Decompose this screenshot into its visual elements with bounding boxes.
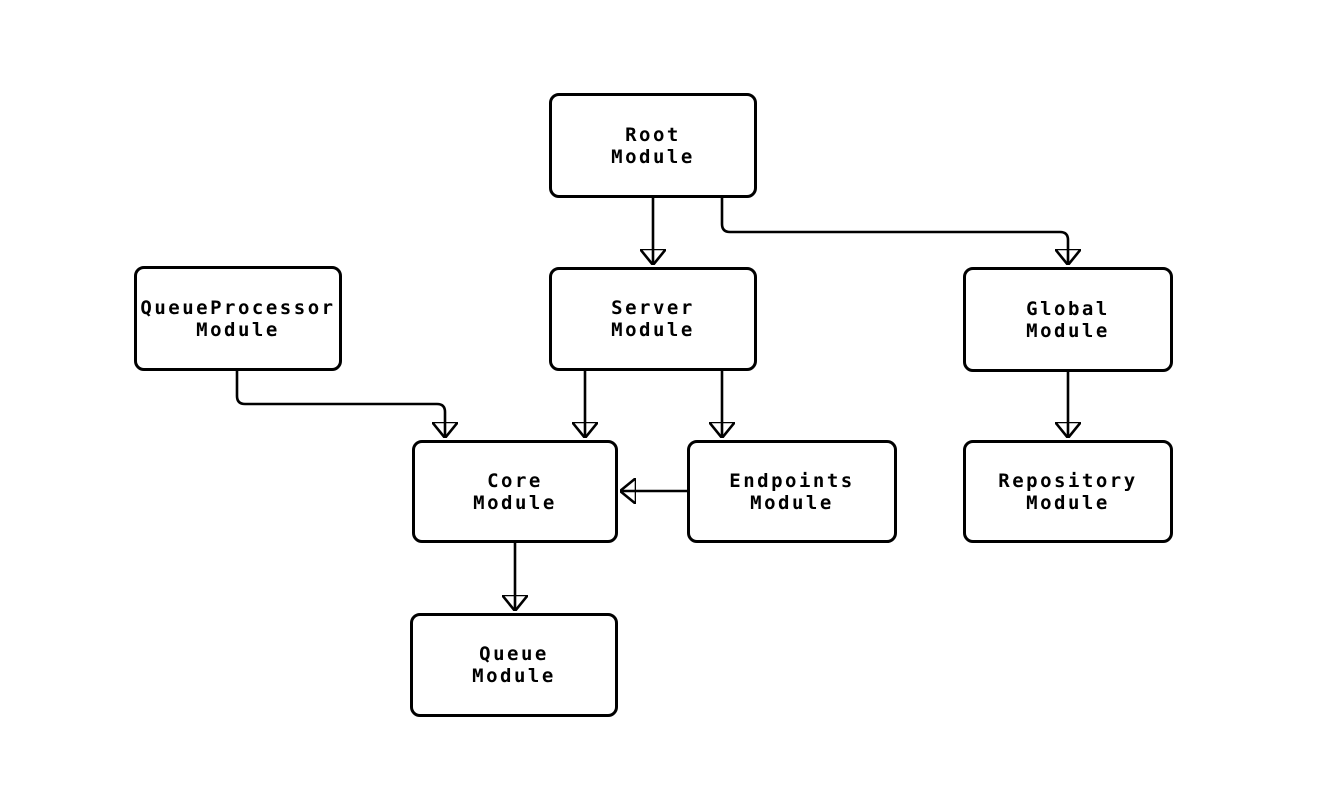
node-repository-module-label: Repository Module <box>998 469 1138 514</box>
node-root-module: Root Module <box>549 93 757 198</box>
node-global-module: Global Module <box>963 267 1173 372</box>
node-core-module: Core Module <box>412 440 618 543</box>
node-root-module-label: Root Module <box>611 123 695 168</box>
node-endpoints-module-label: Endpoints Module <box>729 469 855 514</box>
node-queue-module: Queue Module <box>410 613 618 717</box>
node-core-module-label: Core Module <box>473 469 557 514</box>
node-endpoints-module: Endpoints Module <box>687 440 897 543</box>
node-server-module-label: Server Module <box>611 297 695 341</box>
node-repository-module: Repository Module <box>963 440 1173 543</box>
edge-root-to-global <box>720 198 1068 264</box>
node-queueprocessor-module: QueueProcessor Module <box>134 266 342 371</box>
node-queue-module-label: Queue Module <box>472 643 556 687</box>
edge-queueprocessor-to-core <box>235 371 445 437</box>
node-server-module: Server Module <box>549 267 757 371</box>
node-queueprocessor-module-label: QueueProcessor Module <box>140 296 336 341</box>
node-global-module-label: Global Module <box>1026 297 1110 342</box>
